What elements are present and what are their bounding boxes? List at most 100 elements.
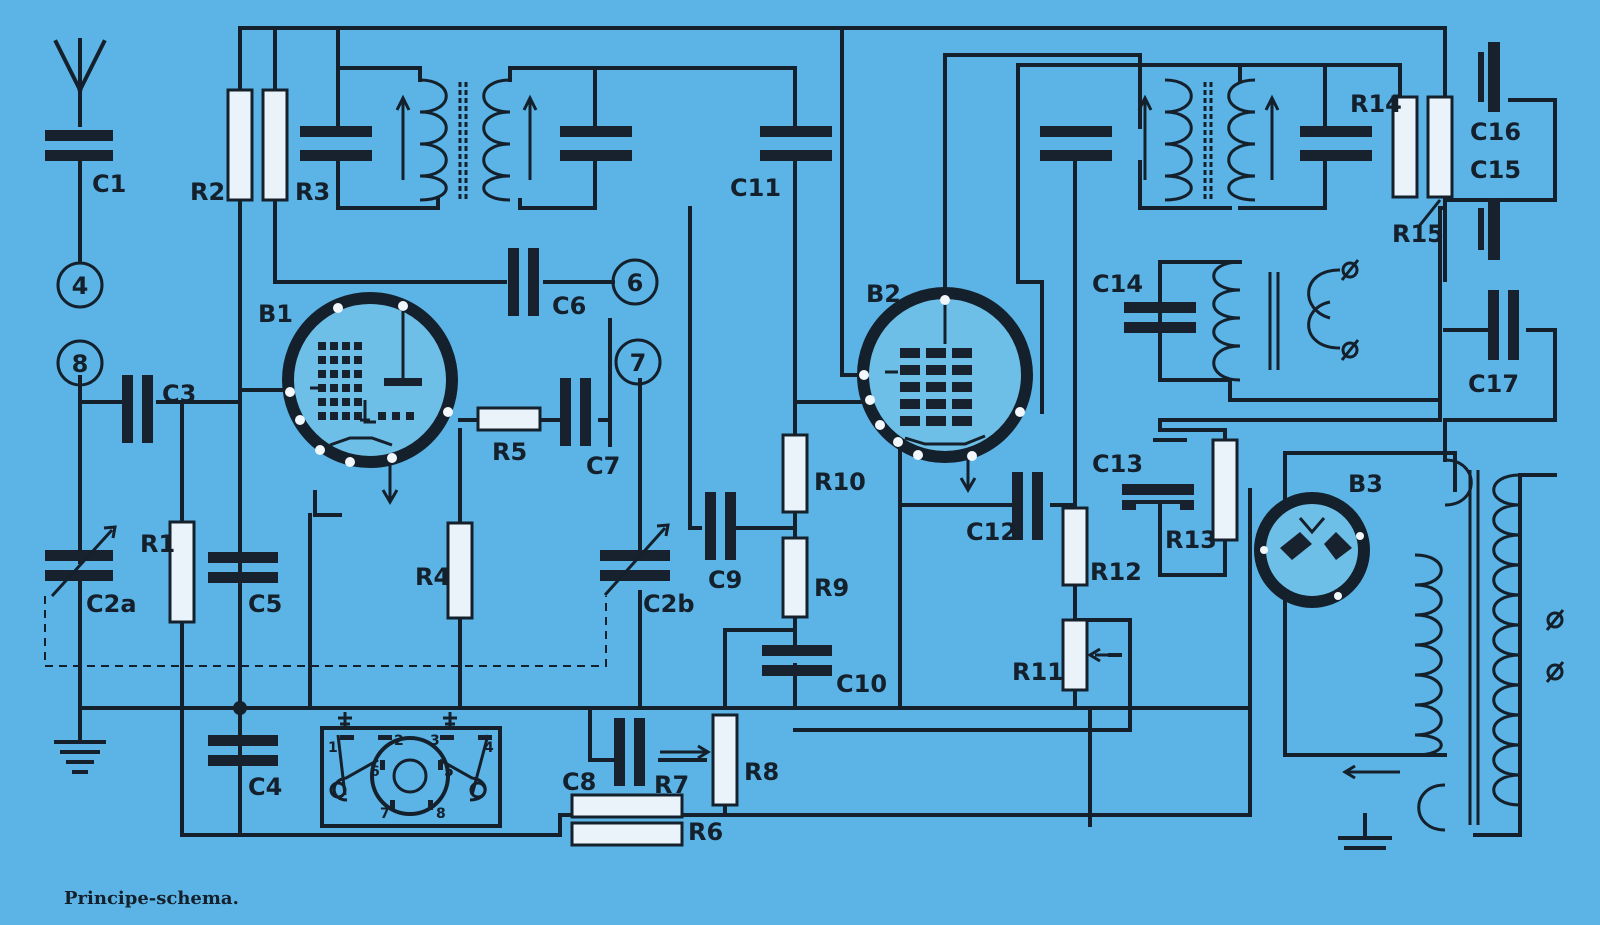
svg-text:B2: B2: [866, 280, 901, 308]
gang-link: [44, 596, 607, 667]
svg-text:8: 8: [72, 350, 89, 378]
capacitor-c2a: C2a: [45, 525, 137, 618]
terminal-7: 7: [614, 338, 662, 386]
svg-text:R8: R8: [744, 758, 779, 786]
svg-text:C12: C12: [966, 518, 1017, 546]
resistor-r5: R5: [476, 406, 542, 466]
resistor-r3: R3: [261, 88, 330, 206]
svg-text:C7: C7: [586, 452, 620, 480]
svg-text:R10: R10: [814, 468, 866, 496]
svg-text:4: 4: [484, 740, 494, 756]
svg-text:8: 8: [436, 806, 446, 822]
if-transformer-1: [395, 78, 538, 202]
capacitor-c16: C16: [1470, 42, 1521, 146]
capacitor-c15: C15: [1470, 156, 1521, 260]
svg-text:R11: R11: [1012, 658, 1064, 686]
svg-text:R13: R13: [1165, 526, 1217, 554]
svg-text:C11: C11: [730, 174, 781, 202]
capacitor-c1: C1: [45, 130, 126, 198]
terminal-8: 8: [56, 339, 104, 387]
capacitor-c4: C4: [208, 735, 282, 801]
capacitor-c5: C5: [208, 552, 282, 618]
if-transformer-2: [1137, 78, 1280, 202]
svg-text:C10: C10: [836, 670, 887, 698]
svg-text:C17: C17: [1468, 370, 1519, 398]
resistor-r10: R10: [781, 433, 866, 514]
svg-text:R2: R2: [190, 178, 225, 206]
capacitor-c6: C6: [508, 248, 586, 320]
svg-text:C4: C4: [248, 773, 282, 801]
capacitor-c11: C11: [730, 126, 832, 202]
svg-text:C8: C8: [562, 768, 596, 796]
svg-text:R7: R7: [654, 771, 689, 799]
svg-text:1: 1: [328, 740, 338, 756]
svg-text:C6: C6: [552, 292, 586, 320]
capacitor-c9: C9: [705, 492, 742, 594]
svg-text:C9: C9: [708, 566, 742, 594]
svg-text:6: 6: [627, 269, 644, 297]
resistor-r13: R13: [1165, 438, 1239, 554]
capacitor-if1b: [560, 126, 632, 161]
svg-text:B1: B1: [258, 300, 293, 328]
svg-text:R6: R6: [688, 818, 723, 846]
svg-text:C1: C1: [92, 170, 126, 198]
resistor-r1: R1: [140, 520, 196, 624]
svg-text:R3: R3: [295, 178, 330, 206]
svg-text:3: 3: [430, 733, 440, 749]
tube-b1: B1: [258, 292, 458, 505]
resistor-r14: R14: [1350, 90, 1419, 199]
capacitor-c12: C12: [966, 472, 1043, 546]
svg-text:5: 5: [444, 764, 454, 780]
svg-text:6: 6: [370, 764, 380, 780]
terminal-4: 4: [56, 261, 104, 309]
capacitor-c14: C14: [1092, 270, 1196, 333]
resistor-r2: R2: [190, 88, 254, 206]
power-transformer: [1342, 458, 1565, 832]
capacitor-c13: C13: [1092, 450, 1194, 510]
svg-text:B3: B3: [1348, 470, 1383, 498]
ground-icon: [54, 740, 106, 774]
svg-text:R15: R15: [1392, 220, 1444, 248]
capacitor-c10: C10: [762, 645, 887, 698]
tube-socket-diagram: 1 2 3 4 5 6 7 8: [320, 712, 502, 828]
resistor-r6: R6: [570, 818, 723, 847]
wiring: [78, 26, 1557, 837]
svg-text:R1: R1: [140, 530, 175, 558]
svg-text:C15: C15: [1470, 156, 1521, 184]
resistor-r8: R8: [660, 713, 779, 807]
resistor-r15: R15: [1392, 95, 1454, 248]
svg-text:7: 7: [380, 806, 390, 822]
resistor-r11: R11: [1012, 618, 1110, 692]
svg-text:R12: R12: [1090, 558, 1142, 586]
svg-text:4: 4: [72, 272, 89, 300]
tube-b3: B3: [1254, 470, 1383, 608]
resistor-r4: R4: [415, 521, 474, 620]
svg-text:C16: C16: [1470, 118, 1521, 146]
antenna-icon: [53, 38, 107, 127]
capacitor-if2b: [1300, 126, 1372, 161]
svg-text:R5: R5: [492, 438, 527, 466]
tube-b2: B2: [857, 280, 1033, 493]
terminal-6: 6: [611, 258, 659, 306]
capacitor-c7: C7: [560, 378, 620, 480]
diagram-caption: Principe-schema.: [64, 888, 239, 909]
junction-dot: [233, 701, 247, 715]
capacitor-if1a: [300, 126, 372, 161]
svg-text:C2a: C2a: [86, 590, 137, 618]
resistor-r9: R9: [781, 536, 849, 619]
svg-text:C13: C13: [1092, 450, 1143, 478]
svg-text:R4: R4: [415, 563, 450, 591]
svg-text:R14: R14: [1350, 90, 1402, 118]
output-transformer: [1212, 259, 1360, 382]
capacitor-if2a: [1040, 126, 1112, 161]
svg-text:C3: C3: [162, 380, 196, 408]
resistor-r7: R7: [570, 771, 689, 819]
svg-text:R9: R9: [814, 574, 849, 602]
svg-text:C5: C5: [248, 590, 282, 618]
chassis-ground-icon: [1338, 813, 1392, 850]
capacitor-c17: C17: [1468, 290, 1519, 398]
capacitor-c8: C8: [562, 718, 645, 796]
resistor-r12: R12: [1061, 506, 1142, 587]
capacitor-c3: C3: [122, 375, 196, 443]
